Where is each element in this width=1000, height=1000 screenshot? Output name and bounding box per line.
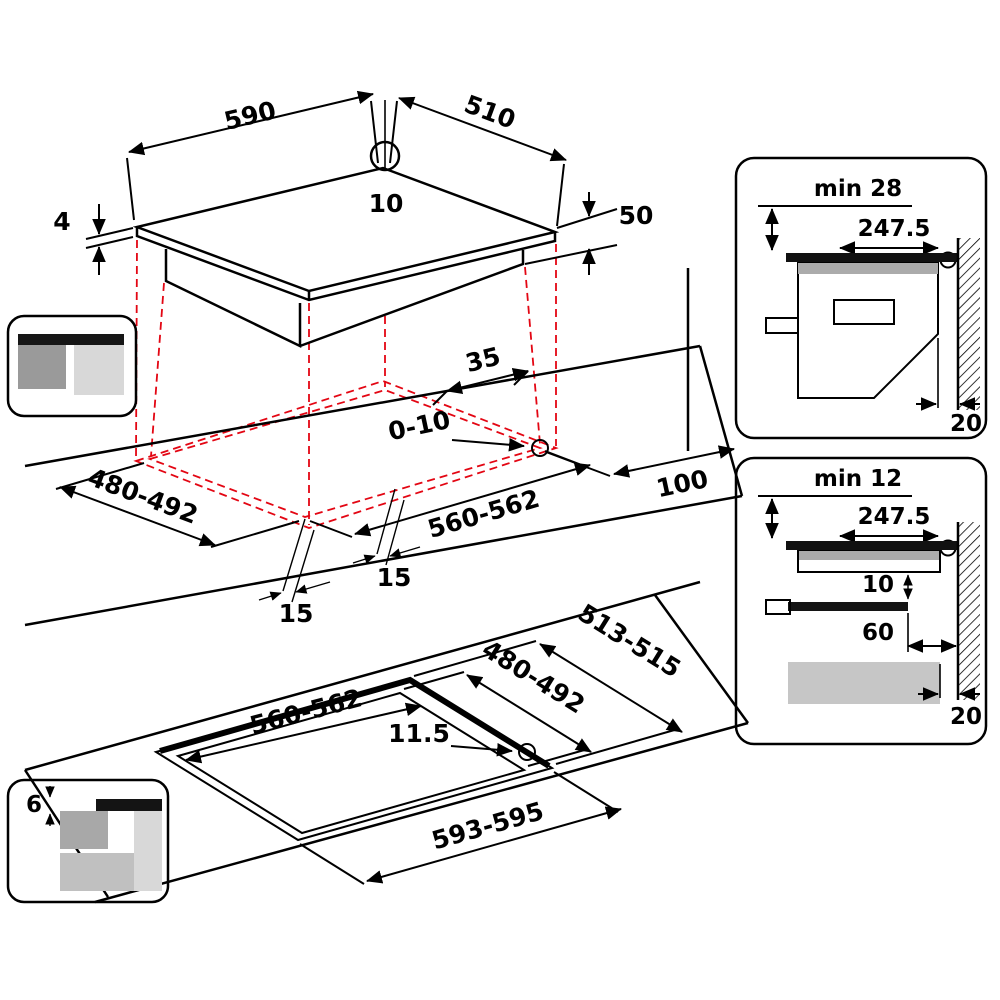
icon-hob-glass [18, 334, 124, 345]
dim-line-560 [354, 462, 591, 537]
hob-glass-edge [135, 227, 557, 302]
projection-lines [133, 239, 559, 529]
icon-worktop-side [134, 811, 162, 891]
cutout-outline [147, 389, 543, 518]
dim-hob-depth: 510 [460, 89, 519, 134]
shelf-section [788, 602, 908, 611]
dim-ext-510 [389, 100, 565, 227]
dim-hob-height: 50 [619, 201, 654, 230]
dim-line-590 [128, 90, 374, 156]
built-under-appliance [797, 261, 939, 399]
dim-min-clearance-top: min 28 [814, 176, 902, 202]
hob-body [164, 249, 525, 348]
dim-line-35 [446, 367, 529, 395]
dim-wall-gap-bottom: 20 [950, 704, 982, 730]
dim-arrow [352, 554, 376, 564]
hob-glass-section [786, 541, 958, 550]
top-clearance-section: min 28 247.5 20 [734, 156, 988, 440]
dim-min-clearance-bottom: min 12 [814, 466, 902, 492]
wall-hatch-top [958, 238, 980, 410]
dim-ext-50 [524, 208, 618, 265]
dim-overhang-side: 15 [279, 599, 314, 628]
leader-hole-range [451, 437, 525, 452]
dim-flush-inner-depth: 480-492 [477, 634, 590, 719]
surface-mount-icon [6, 314, 138, 418]
hob-glass-section [786, 253, 958, 262]
dim-oven-gap: 10 [862, 572, 894, 598]
dim-arrow [389, 546, 421, 558]
hob-glass-top [132, 166, 560, 293]
dim-hob-width: 590 [221, 96, 279, 136]
dim-ext-480 [55, 462, 300, 548]
dim-flush-outer-depth: 513-515 [573, 598, 686, 683]
dim-arrow [295, 581, 331, 594]
dim-hole-distance-bottom: 247.5 [858, 504, 931, 530]
dim-shelf-depth: 60 [862, 620, 894, 646]
dim-side-clearance: 100 [654, 464, 711, 503]
dim-line-100 [613, 445, 735, 478]
worktop-slab [24, 344, 744, 627]
wall-hatch-bottom [958, 522, 980, 700]
dim-line-593 [366, 806, 622, 884]
icon-frame [6, 314, 138, 418]
dim-ext-593 [299, 771, 619, 885]
dim-hole-range: 0-10 [386, 405, 453, 446]
dim-line-480 [59, 485, 216, 547]
projection-line [524, 266, 541, 445]
appliance-vent [833, 299, 895, 325]
projection-line [150, 282, 165, 457]
dim-hole-distance-top: 247.5 [858, 216, 931, 242]
dim-flush-step: 6 [26, 792, 42, 818]
icon-frame [6, 778, 170, 904]
dim-line-510 [398, 96, 567, 162]
icon-hob-glass [96, 799, 162, 811]
bottom-clearance-section: min 12 247.5 10 60 20 [734, 456, 988, 746]
fixing-bracket [765, 599, 791, 615]
dim-back-offset: 35 [463, 341, 504, 378]
dim-ext-15a [282, 518, 315, 603]
dim-hole-diameter: 10 [369, 189, 404, 218]
cabinet-section [788, 662, 940, 704]
dim-overhang-front: 15 [377, 563, 412, 592]
icon-worktop-block [60, 811, 108, 849]
dim-line-560b [185, 702, 422, 764]
icon-worktop-right [74, 345, 124, 395]
dim-wall-gap-top: 20 [950, 411, 982, 437]
dim-line-513 [539, 643, 683, 733]
flush-mount-icon: 6 [6, 778, 170, 904]
dim-ext-513 [413, 640, 679, 765]
dim-arrow [258, 591, 282, 601]
hole-position-marker [531, 439, 549, 457]
hob-body-band [799, 551, 939, 560]
section-frame [734, 456, 988, 746]
hob-isometric: 10 590 510 4 50 [53, 89, 654, 348]
dim-flush-ledge: 11.5 [388, 719, 450, 748]
appliance-top-band [798, 263, 938, 274]
icon-worktop-left [18, 345, 66, 389]
dim-ext-35 [432, 370, 529, 406]
dim-ext-15b [376, 488, 405, 566]
dim-glass-thickness: 4 [53, 207, 70, 236]
fixing-bracket [765, 317, 799, 334]
flush-slab [23, 580, 750, 904]
dim-ext-4 [85, 227, 134, 249]
icon-cabinet-block [60, 853, 134, 891]
hob-footprint-outline [133, 380, 559, 529]
dim-line-480b [466, 674, 592, 753]
leader-flush-ledge [450, 742, 513, 757]
section-frame [734, 156, 988, 440]
